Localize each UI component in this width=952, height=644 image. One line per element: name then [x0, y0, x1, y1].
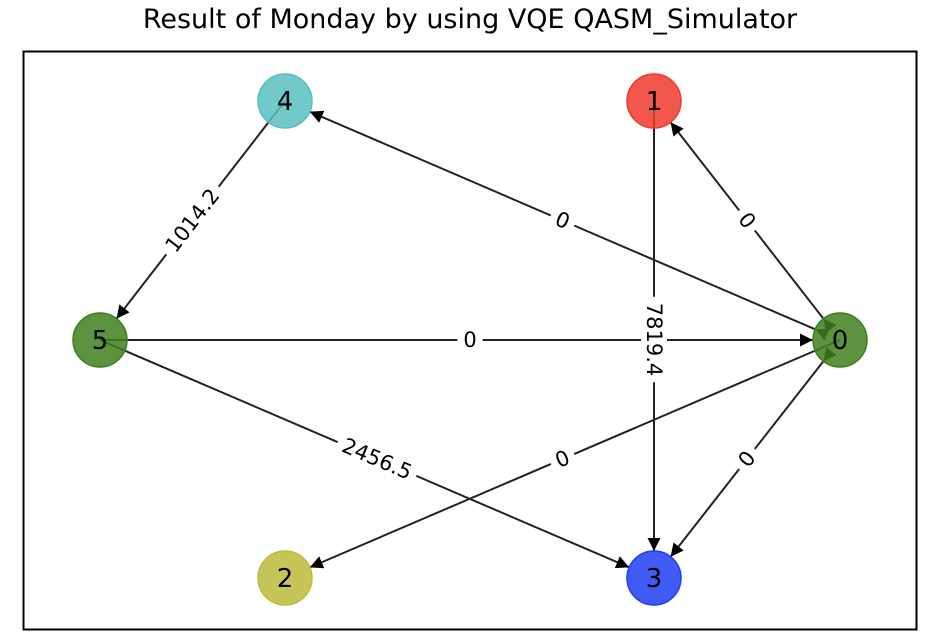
edge-label-background — [457, 327, 483, 353]
node-circle — [257, 73, 313, 129]
node-4: 4 — [257, 73, 313, 129]
node-label: 3 — [646, 564, 663, 594]
node-label: 1 — [646, 87, 663, 117]
node-label: 4 — [277, 87, 294, 117]
edge-label-background — [641, 296, 667, 383]
nodes-layer: 0 1 2 3 4 5 — [72, 73, 868, 606]
edge-label-background — [728, 202, 766, 239]
node-label: 2 — [277, 564, 294, 594]
edge-label-background — [728, 440, 766, 478]
node-circle — [72, 312, 128, 368]
edge-label-background — [156, 178, 229, 263]
edge-label-background — [545, 203, 580, 238]
node-circle — [626, 73, 682, 129]
node-3: 3 — [626, 550, 682, 606]
node-label: 0 — [832, 326, 849, 356]
node-label: 5 — [92, 326, 109, 356]
node-circle — [812, 312, 868, 368]
node-5: 5 — [72, 312, 128, 368]
node-circle — [257, 550, 313, 606]
edge-label-background — [545, 442, 580, 476]
edge-label-0-4: 0 — [545, 203, 580, 238]
edge-label-0-1: 0 — [728, 202, 766, 239]
edge-label-background — [332, 430, 422, 488]
figure-title: Result of Monday by using VQE QASM_Simul… — [142, 4, 798, 35]
edge-label-0-3: 0 — [728, 440, 766, 478]
node-circle — [626, 550, 682, 606]
edge-label-5-0: 0 — [457, 327, 483, 353]
edge-label-1-3: 7819.4 — [641, 296, 667, 383]
edge-label-text: 7819.4 — [642, 303, 666, 376]
edge-label-0-2: 0 — [545, 442, 580, 476]
node-2: 2 — [257, 550, 313, 606]
node-0: 0 — [812, 312, 868, 368]
edge-label-text: 0 — [463, 328, 476, 352]
node-1: 1 — [626, 73, 682, 129]
